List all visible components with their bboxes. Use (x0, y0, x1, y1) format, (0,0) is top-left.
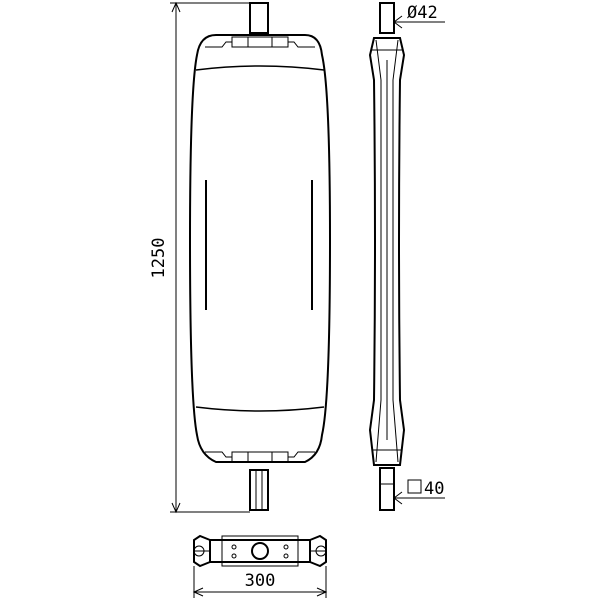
front-view (188, 2, 332, 511)
square-symbol (407, 479, 422, 494)
side-body (368, 37, 406, 466)
tube-callout: Ø42 (393, 3, 445, 29)
tube-label: Ø42 (407, 3, 438, 23)
side-view (368, 2, 406, 511)
square-label: 40 (424, 479, 444, 499)
top-cap-band (195, 65, 325, 71)
square-callout: 40 (393, 479, 445, 505)
top-view-hub (251, 542, 269, 560)
left-bracket (193, 534, 211, 568)
side-top-pipe (379, 2, 395, 34)
right-bracket (309, 534, 327, 568)
width-label: 300 (245, 571, 276, 591)
height-label: 1250 (149, 238, 169, 279)
top-view (193, 534, 327, 568)
bottom-pipe (249, 469, 269, 511)
height-dimension: 1250 (149, 1, 250, 514)
housing-outline (188, 34, 332, 463)
side-bottom-pipe (379, 467, 395, 511)
width-dimension: 300 (192, 566, 328, 598)
bottom-cap-band (195, 406, 325, 412)
top-pipe (249, 2, 269, 34)
